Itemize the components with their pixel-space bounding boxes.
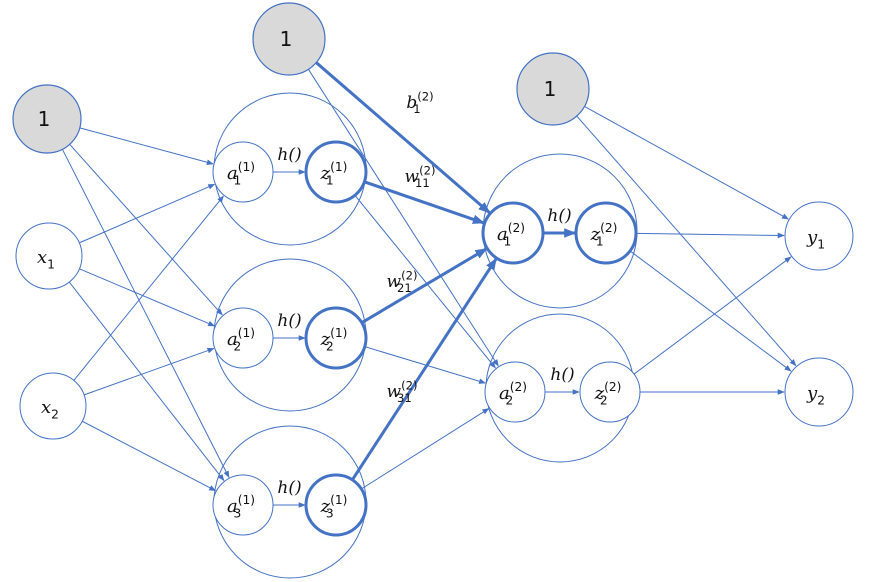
edge-bias_in-a11 — [79, 127, 214, 165]
edge-z12-y2 — [629, 250, 792, 372]
node-label-y1: y1 — [806, 227, 825, 251]
edge-z31-a22 — [361, 408, 490, 490]
activation-label: h() — [277, 478, 301, 498]
node-a12 — [481, 201, 545, 265]
edge-z21-a22 — [364, 346, 486, 384]
bias-node-bias_in — [12, 84, 82, 154]
node-label-bias_out: 1 — [544, 77, 557, 101]
node-label-bias_h: 1 — [280, 27, 293, 51]
activation-label: h() — [277, 145, 301, 165]
node-a31 — [212, 474, 274, 536]
node-label-y2: y2 — [806, 383, 825, 407]
edge-label-w31: w(2)31 — [387, 378, 418, 405]
node-z22 — [579, 361, 641, 423]
edge-bias_in-a31 — [61, 149, 230, 478]
edge-bias_out-y1 — [584, 105, 789, 220]
node-x1 — [15, 222, 83, 290]
node-label-x1: x1 — [37, 247, 55, 271]
node-label-a22: a(2)2 — [499, 380, 527, 408]
node-z11 — [304, 140, 368, 204]
activation-label: h() — [550, 365, 574, 385]
edge-x2-a11 — [73, 195, 224, 381]
bias-node-bias_out — [516, 52, 590, 126]
edge-x2-a21 — [83, 347, 215, 396]
node-a11 — [212, 141, 274, 203]
node-label-a12: a(2)1 — [497, 221, 525, 249]
node-x2 — [19, 372, 87, 440]
node-a22 — [484, 361, 546, 423]
edge-z22-y1 — [633, 256, 792, 375]
edge-bias_out-y2 — [576, 115, 797, 367]
node-z31 — [304, 473, 368, 537]
node-label-z12: z(2)1 — [590, 221, 618, 249]
node-label-z31: z(1)3 — [320, 493, 348, 521]
weight-edge-bias_h-a12 — [315, 61, 491, 214]
edge-x1-a11 — [79, 183, 216, 244]
edge-label-w21: w(2)21 — [387, 268, 418, 295]
node-label-bias_in: 1 — [38, 107, 51, 131]
node-label-a11: a(1)1 — [227, 160, 255, 188]
activation-label: h() — [277, 311, 301, 331]
node-label-z22: z(2)2 — [594, 380, 622, 408]
node-label-z11: z(1)1 — [320, 160, 348, 188]
node-label-a31: a(1)3 — [227, 493, 255, 521]
edge-label-b1: b(2)1 — [406, 89, 433, 116]
node-y1 — [784, 201, 854, 271]
node-label-x2: x2 — [41, 397, 59, 421]
edge-x1-a31 — [68, 281, 225, 482]
node-a21 — [212, 307, 274, 369]
edge-bias_in-a21 — [69, 144, 223, 316]
edge-z12-y1 — [635, 232, 785, 239]
edge-label-w11: w(2)11 — [405, 163, 436, 190]
edge-x1-a21 — [79, 268, 216, 327]
activation-label: h() — [547, 206, 571, 226]
node-y2 — [784, 357, 854, 427]
edge-bias_h-a22 — [307, 69, 499, 367]
weight-edge-z31-a12 — [351, 257, 498, 481]
node-label-z21: z(1)2 — [320, 326, 348, 354]
weight-edge-z21-a12 — [361, 247, 488, 324]
node-z12 — [574, 201, 638, 265]
edge-z11-a22 — [354, 194, 496, 369]
edge-x2-a31 — [82, 420, 217, 492]
bias-node-bias_h — [252, 2, 326, 76]
node-label-a21: a(1)2 — [227, 326, 255, 354]
node-z21 — [304, 306, 368, 370]
